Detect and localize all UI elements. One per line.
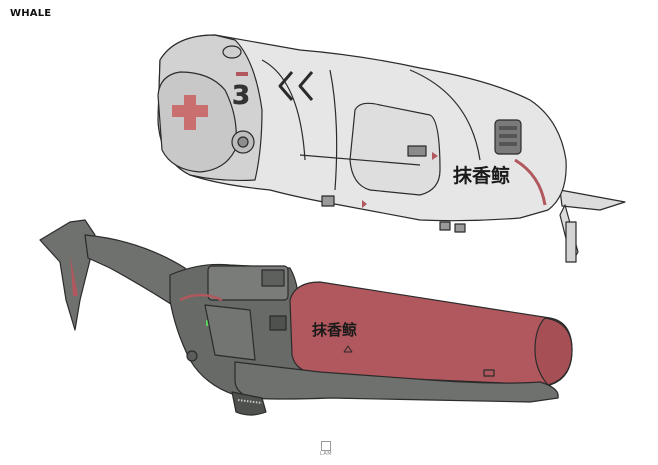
artist-logo-mark xyxy=(321,441,331,451)
artist-signature: LAM xyxy=(319,451,333,457)
white-hull-name: 抹香鲸 xyxy=(453,164,510,187)
white-hull-number: 3 xyxy=(232,81,250,111)
page-title: WHALE xyxy=(10,8,52,19)
white-whale-ship xyxy=(157,34,626,263)
artist-logo: LAM xyxy=(319,441,333,457)
red-cross-mark xyxy=(172,95,208,130)
red-whale-ship xyxy=(39,219,573,416)
red-hull-name: 抹香鲸 xyxy=(312,321,357,339)
